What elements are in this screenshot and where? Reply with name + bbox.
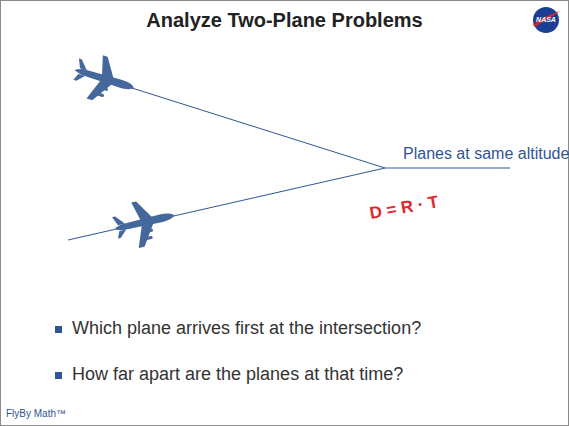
slide-title: Analyze Two-Plane Problems [0,8,569,32]
question-text: Which plane arrives first at the interse… [72,318,421,340]
logo-text: NASA [536,16,556,24]
bullet-square [55,326,62,333]
question-text: How far apart are the planes at that tim… [72,364,403,386]
bullet-square [55,372,62,379]
footer-text: FlyBy Math™ [6,408,66,420]
nasa-logo [533,7,560,33]
airplane-icon [68,49,140,111]
airplane-icon [110,194,180,253]
path-note: Planes at same altitude [403,144,569,163]
